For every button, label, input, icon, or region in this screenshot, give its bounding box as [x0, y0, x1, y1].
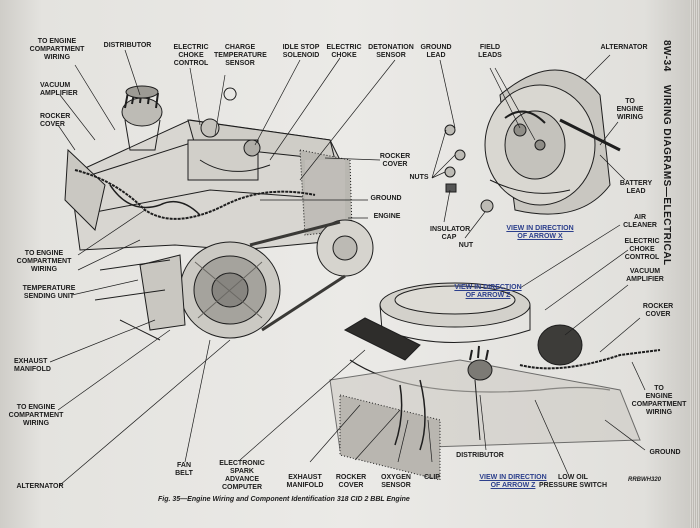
label-alternator-top: ALTERNATOR	[600, 44, 648, 51]
label-vacuum-amplifier-right: VACUUM AMPLIFIER	[626, 268, 664, 283]
label-view-arrow-z: VIEW IN DIRECTION OF ARROW Z	[454, 284, 522, 299]
lower-pipes	[94, 259, 171, 341]
label-field-leads: FIELD LEADS	[478, 44, 502, 59]
label-electronic-spark-advance-computer: ELECTRONIC SPARK ADVANCE COMPUTER	[219, 460, 265, 491]
alternator-pulley	[139, 219, 374, 339]
section-number: 8W-34	[661, 40, 672, 72]
label-view-arrow-z-bottom: VIEW IN DIRECTION OF ARROW Z	[479, 474, 547, 489]
label-view-arrow-x: VIEW IN DIRECTION OF ARROW X	[506, 225, 574, 240]
label-battery-lead: BATTERY LEAD	[619, 180, 653, 195]
figure-caption: Fig. 35—Engine Wiring and Component Iden…	[158, 496, 410, 503]
leader-lines	[49, 49, 646, 486]
wiring-harness	[74, 169, 316, 220]
label-idle-stop-solenoid: IDLE STOP SOLENOID	[282, 44, 320, 59]
label-insulator-cap: INSULATOR CAP	[430, 226, 471, 241]
label-oxygen-sensor: OXYGEN SENSOR	[381, 474, 411, 489]
label-nuts: NUTS	[409, 174, 429, 181]
label-rocker-cover-bottom: ROCKER COVER	[335, 474, 367, 489]
label-to-engine-compartment-wiring-top: TO ENGINE COMPARTMENT WIRING	[29, 38, 85, 61]
label-vacuum-amplifier-left: VACUUM AMPLIFIER	[40, 82, 78, 97]
label-electric-choke-control-top: ELECTRIC CHOKE CONTROL	[173, 44, 209, 67]
nut-set	[444, 124, 494, 213]
air-cleaner-view	[329, 282, 661, 481]
label-rocker-cover-left: ROCKER COVER	[40, 113, 71, 128]
label-alternator-bottom: ALTERNATOR	[16, 483, 64, 490]
section-header-text: 8W-34 WIRING DIAGRAMS—ELECTRICAL	[661, 40, 672, 266]
label-charge-temperature-sensor: CHARGE TEMPERATURE SENSOR	[214, 44, 267, 67]
label-rocker-cover-right: ROCKER COVER	[642, 303, 674, 318]
figure-reference-code: RRBWH320	[628, 477, 662, 483]
label-engine: ENGINE	[373, 213, 401, 220]
label-ground-mid: GROUND	[370, 195, 402, 202]
label-exhaust-manifold-bottom: EXHAUST MANIFOLD	[286, 474, 324, 489]
alternator-rear-view	[484, 69, 621, 215]
label-distributor-top: DISTRIBUTOR	[103, 42, 152, 49]
section-title: WIRING DIAGRAMS—ELECTRICAL	[661, 84, 672, 266]
label-ground-lead: GROUND LEAD	[420, 44, 452, 59]
label-rocker-cover-mid: ROCKER COVER	[379, 153, 411, 168]
label-detonation-sensor: DETONATION SENSOR	[368, 44, 414, 59]
label-electric-choke-control-right: ELECTRIC CHOKE CONTROL	[624, 238, 660, 261]
section-header: 8W-34 WIRING DIAGRAMS—ELECTRICAL	[654, 40, 674, 300]
label-to-engine-compartment-wiring-left: TO ENGINE COMPARTMENT WIRING	[16, 250, 72, 273]
label-distributor-bottom: DISTRIBUTOR	[456, 452, 504, 459]
distributor-bottom	[467, 345, 493, 441]
label-ground-right: GROUND	[649, 449, 681, 456]
label-fan-belt: FAN BELT	[175, 462, 193, 477]
label-to-engine-compartment-wiring-right: TO ENGINE COMPARTMENT WIRING	[631, 385, 687, 416]
label-air-cleaner: AIR CLEANER	[623, 214, 657, 229]
label-low-oil-pressure-switch: LOW OIL PRESSURE SWITCH	[538, 474, 608, 489]
page-stack-edge	[690, 0, 700, 528]
label-electric-choke-top: ELECTRIC CHOKE	[326, 44, 362, 59]
distributor-top	[121, 85, 163, 151]
carburetor	[187, 87, 271, 181]
label-to-engine-compartment-wiring-bottom: TO ENGINE COMPARTMENT WIRING	[8, 404, 64, 427]
label-nut: NUT	[458, 242, 474, 249]
label-to-engine-wiring: TO ENGINE WIRING	[616, 98, 644, 121]
label-clip: CLIP	[424, 474, 440, 481]
label-exhaust-manifold-left: EXHAUST MANIFOLD	[14, 358, 51, 373]
label-temperature-sending-unit: TEMPERATURE SENDING UNIT	[22, 285, 76, 300]
